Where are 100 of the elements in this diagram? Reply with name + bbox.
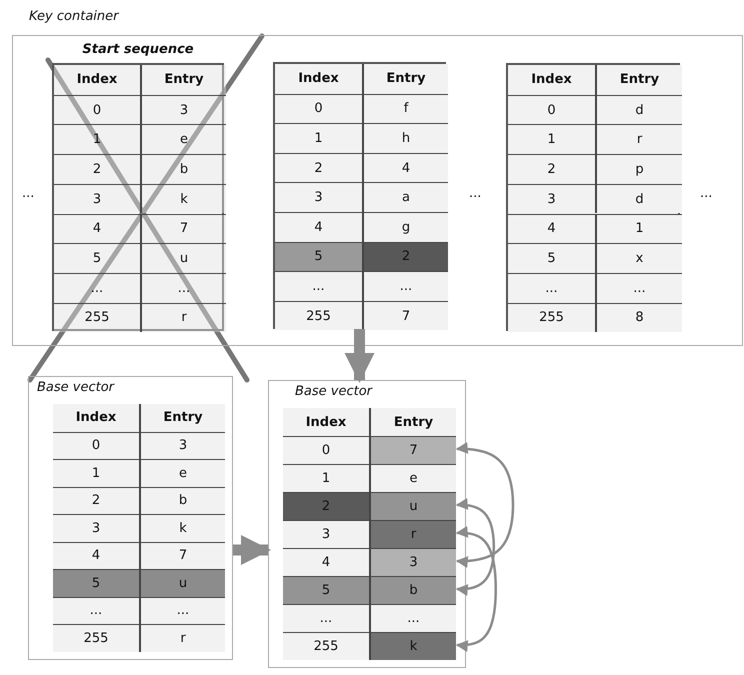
table-row bbox=[53, 624, 225, 652]
table-cell-text: 2 bbox=[313, 160, 324, 178]
table-cell-text: Index bbox=[74, 409, 118, 428]
table-row bbox=[275, 94, 448, 124]
table-row bbox=[283, 492, 456, 520]
table-cell: k bbox=[369, 633, 456, 660]
table-cell: b bbox=[140, 155, 226, 184]
table-cell: 5 bbox=[275, 242, 362, 272]
table-row bbox=[508, 272, 682, 303]
table-cell-text: 0 bbox=[90, 437, 102, 456]
table-row bbox=[283, 604, 456, 632]
table-cell-text: Index bbox=[76, 71, 118, 90]
table-row bbox=[275, 271, 448, 301]
table-cell-text: 2 bbox=[92, 160, 102, 179]
table-cell: u bbox=[369, 493, 456, 520]
table-cell-text: 4 bbox=[546, 220, 557, 238]
table-row bbox=[283, 464, 456, 492]
table-row bbox=[53, 404, 225, 432]
table-cell: ... bbox=[140, 274, 226, 303]
table-cell-text: 1 bbox=[320, 470, 332, 488]
vector-panel bbox=[28, 376, 233, 660]
table-cell: 7 bbox=[369, 437, 456, 464]
table-row bbox=[283, 520, 456, 548]
table-row bbox=[53, 596, 225, 624]
table-cell-text: 0 bbox=[313, 100, 324, 118]
table-row bbox=[508, 94, 682, 124]
table-cell-text: ... bbox=[311, 278, 326, 296]
table bbox=[273, 62, 446, 329]
table-row bbox=[54, 154, 226, 184]
table-cell-text: 3 bbox=[92, 190, 102, 209]
ellipsis-text: ... bbox=[700, 186, 712, 201]
table-cell-text: 3 bbox=[90, 520, 102, 538]
table-row bbox=[53, 459, 225, 486]
table-cell-text: Index bbox=[530, 71, 573, 90]
table-cell-text: 4 bbox=[90, 547, 102, 566]
table-cell-text: 1 bbox=[90, 464, 102, 483]
table-cell: e bbox=[140, 125, 226, 154]
table-cell-text: 1 bbox=[546, 131, 557, 150]
table-row bbox=[54, 94, 226, 124]
table-cell: 7 bbox=[140, 214, 226, 244]
table-cell: r bbox=[139, 625, 225, 652]
table-row bbox=[53, 486, 225, 514]
table-cell-text: 1 bbox=[313, 130, 324, 148]
table-cell-text: 4 bbox=[313, 218, 324, 237]
table-cell-text: 4 bbox=[92, 220, 102, 238]
table-row bbox=[54, 184, 226, 214]
table-cell: Entry bbox=[140, 65, 226, 95]
table-row bbox=[53, 569, 225, 596]
table-row bbox=[283, 576, 456, 604]
table-cell-text: 3 bbox=[313, 189, 324, 208]
panel-title: Base vector bbox=[295, 384, 372, 399]
table-row bbox=[54, 243, 226, 273]
table-row bbox=[508, 214, 682, 244]
table-row bbox=[53, 432, 225, 459]
table-cell-text: 3 bbox=[546, 190, 557, 209]
table-row bbox=[54, 214, 226, 244]
table-cell: 2 bbox=[283, 493, 369, 520]
table-cell: 5 bbox=[53, 570, 139, 596]
table-cell-text: 0 bbox=[320, 442, 332, 460]
table-row bbox=[275, 123, 448, 153]
swap-arrow bbox=[456, 498, 496, 596]
table-row bbox=[275, 212, 448, 242]
table-cell-text: 255 bbox=[82, 630, 110, 648]
table-row bbox=[283, 632, 456, 660]
table-cell-text: 255 bbox=[312, 638, 340, 656]
table-row bbox=[53, 542, 225, 569]
table-cell-text: 1 bbox=[92, 131, 102, 150]
table-row bbox=[54, 124, 226, 154]
table-cell: k bbox=[140, 184, 226, 214]
table-cell-text: 0 bbox=[92, 102, 102, 120]
table-row bbox=[275, 300, 448, 330]
table-cell-text: 5 bbox=[546, 250, 557, 268]
table-row bbox=[283, 548, 456, 576]
table-cell: 3 bbox=[140, 96, 226, 124]
table-row bbox=[275, 182, 448, 212]
table-row bbox=[283, 436, 456, 464]
table-row bbox=[54, 302, 226, 332]
table-row bbox=[508, 184, 682, 214]
table-cell-text: ... bbox=[318, 610, 334, 628]
swap-arrow bbox=[456, 442, 514, 568]
table-title: Start sequence bbox=[81, 42, 195, 57]
table-cell-text: 2 bbox=[90, 492, 102, 510]
block-arrow bbox=[344, 329, 374, 383]
table-cell: u bbox=[139, 570, 225, 596]
table bbox=[506, 63, 680, 331]
table-row bbox=[275, 242, 448, 272]
table-row bbox=[283, 408, 456, 436]
ellipsis-text: ... bbox=[469, 186, 482, 201]
table-cell: u bbox=[140, 244, 226, 273]
table-row bbox=[275, 152, 448, 182]
table-row bbox=[54, 272, 226, 303]
table-cell: 5 bbox=[283, 577, 369, 604]
vector-panel bbox=[268, 380, 466, 668]
table-row bbox=[508, 243, 682, 273]
table-cell-text: 4 bbox=[320, 554, 332, 572]
table-row bbox=[508, 124, 682, 154]
table-cell-text: 255 bbox=[538, 309, 565, 328]
table-cell-text: 255 bbox=[305, 308, 332, 326]
table-cell-text: ... bbox=[90, 280, 104, 298]
table-cell-text: 2 bbox=[546, 160, 557, 179]
